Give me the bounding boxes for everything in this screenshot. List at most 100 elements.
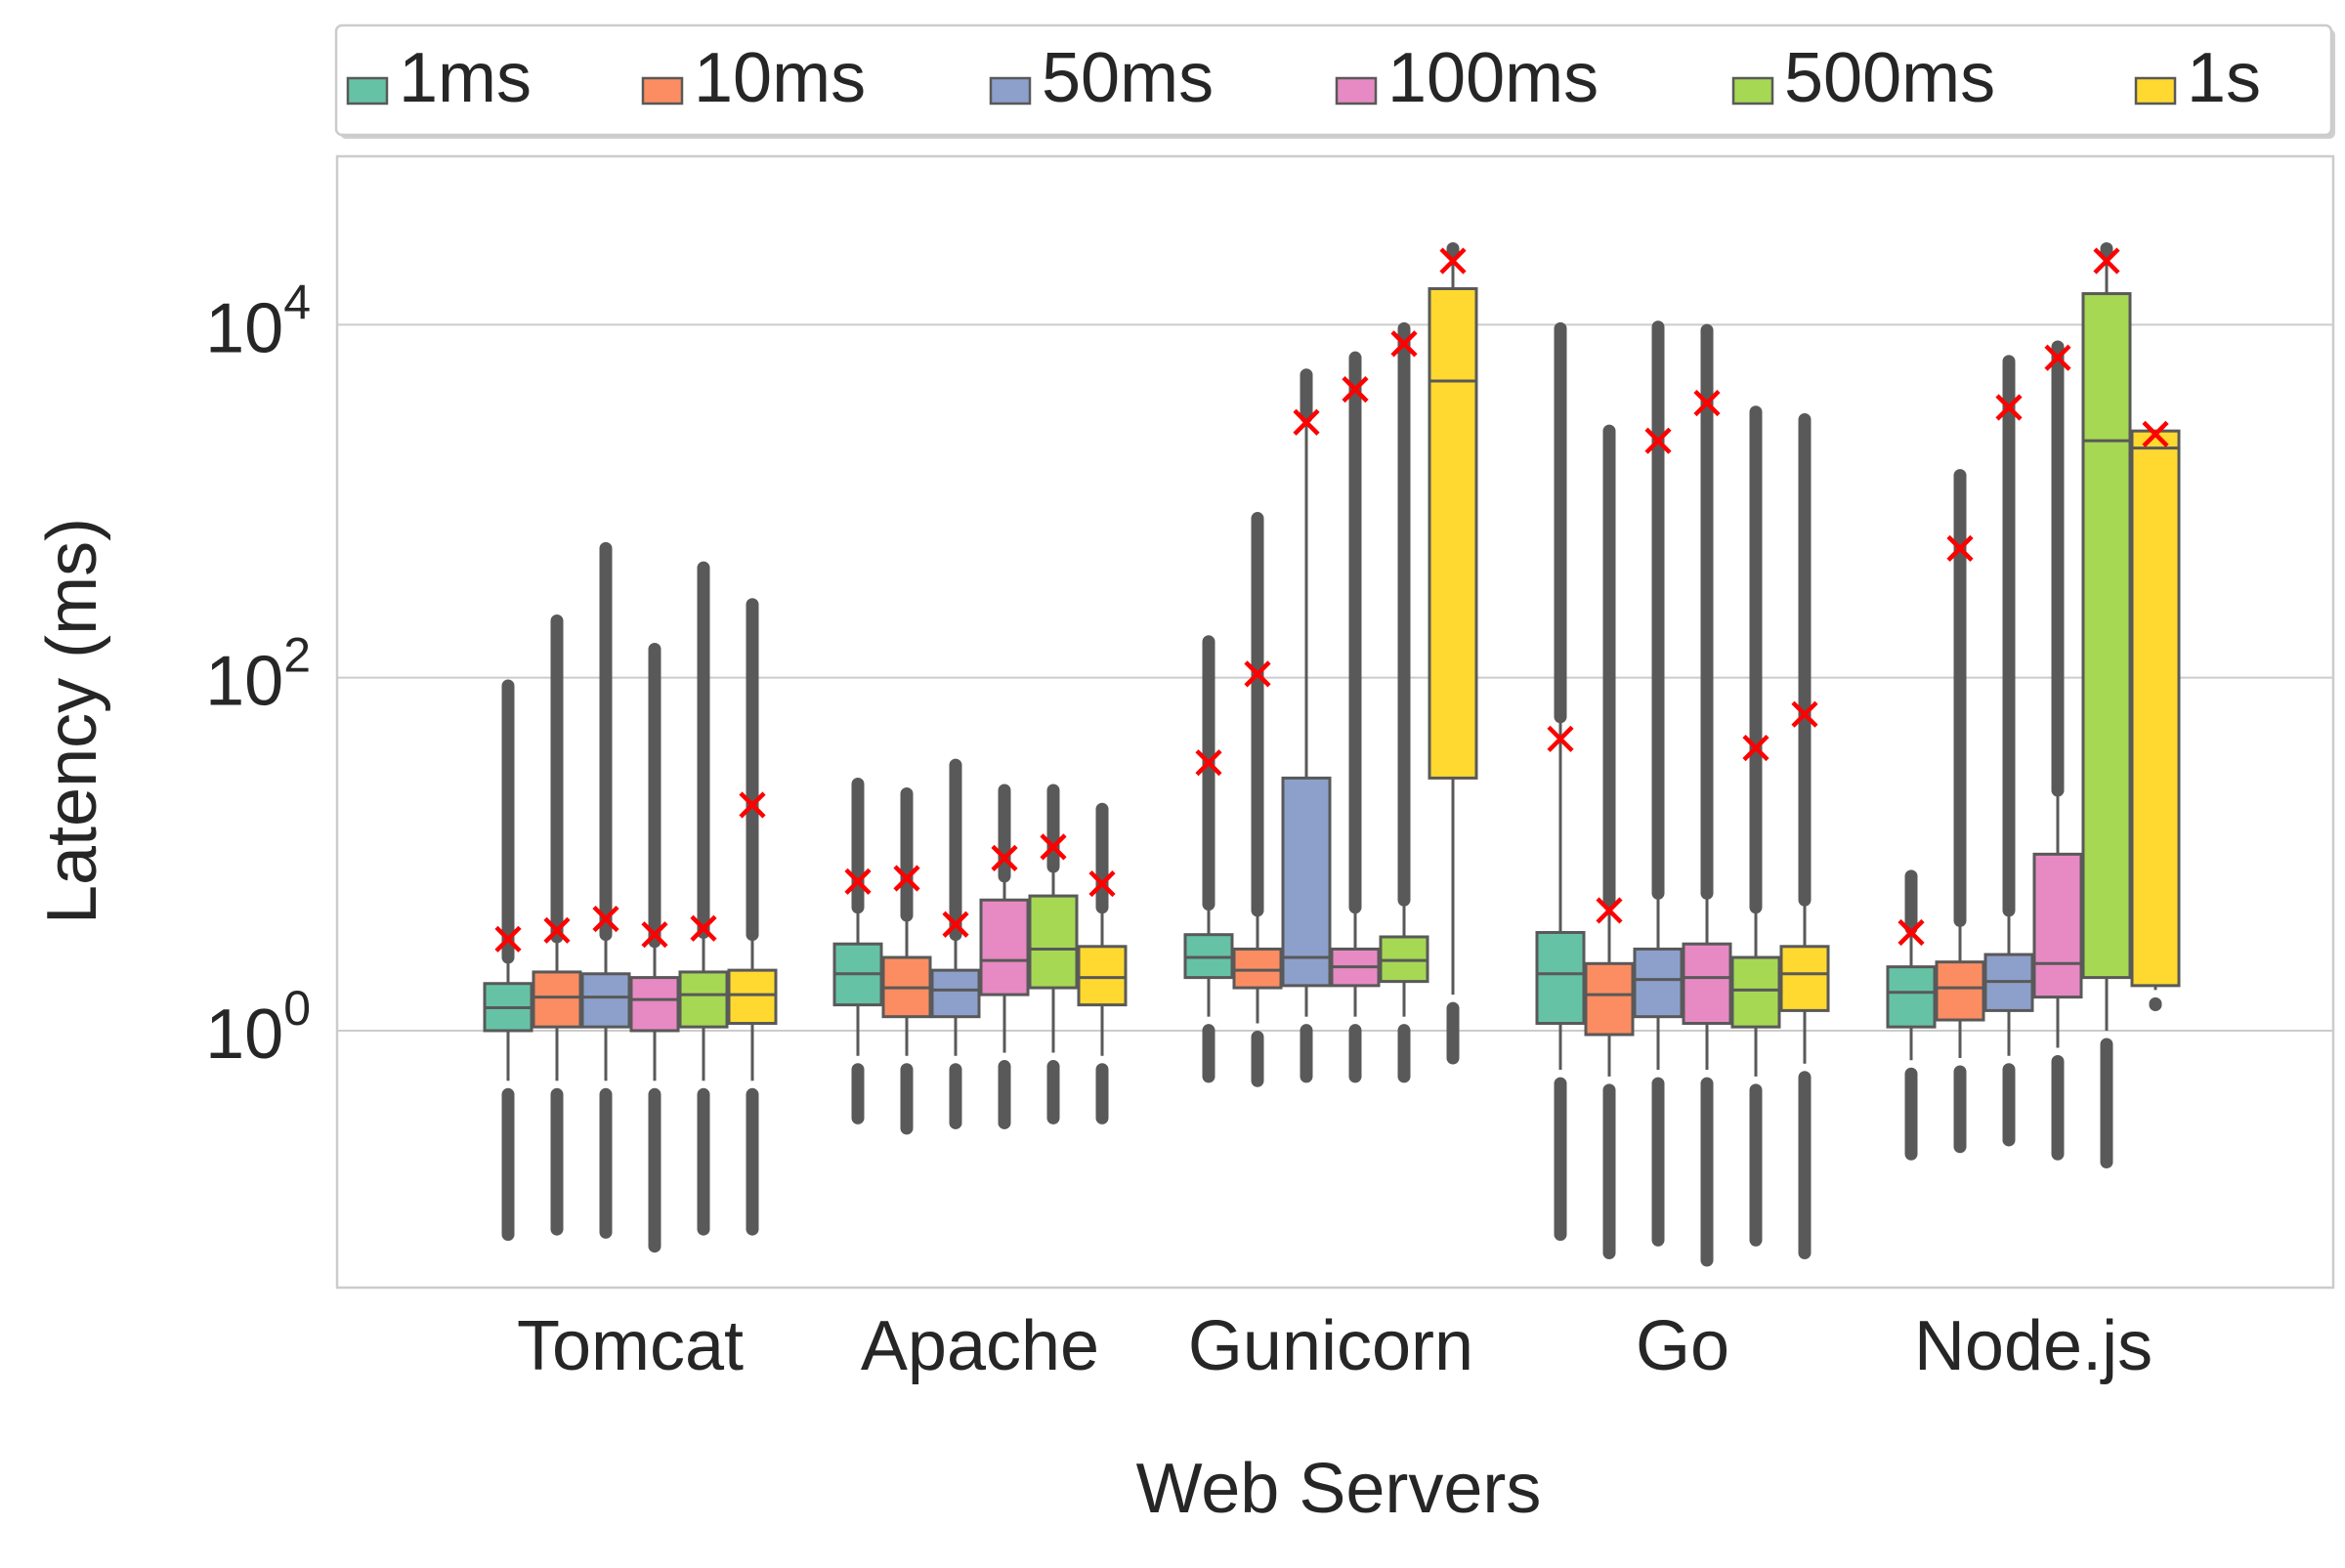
box-50ms-Node.js	[1983, 355, 2034, 1147]
mean-marker-stroke	[1390, 330, 1418, 358]
x-axis-title: Web Servers	[1136, 1450, 1542, 1528]
box-500ms-Apache	[1028, 784, 1079, 1124]
mean-marker-stroke	[1195, 749, 1222, 777]
box-10ms-Gunicorn	[1232, 512, 1283, 1087]
box-iqr	[930, 968, 981, 1019]
mean-marker-10ms-Tomcat	[543, 916, 571, 944]
mean-marker-1s-Node.js	[2142, 420, 2169, 447]
box-iqr	[2130, 429, 2181, 988]
mean-marker-50ms-Node.js	[1995, 394, 2023, 421]
box-1s-Tomcat	[727, 598, 778, 1236]
legend-label: 1s	[2187, 39, 2261, 117]
mean-marker-1s-Apache	[1088, 870, 1116, 898]
box-10ms-Go	[1584, 424, 1635, 1260]
mean-marker-100ms-Node.js	[2044, 344, 2071, 371]
mean-marker-100ms-Tomcat	[641, 921, 668, 949]
mean-marker-stroke	[1897, 918, 1925, 947]
box-1s-Node.js	[2130, 429, 2181, 1012]
legend-frame	[334, 23, 2333, 137]
box-iqr	[1633, 947, 1684, 1019]
legend-swatch	[641, 76, 684, 106]
box-100ms-Tomcat	[629, 643, 680, 1253]
box-50ms-Gunicorn	[1281, 368, 1332, 1083]
mean-marker-50ms-Go	[1644, 427, 1672, 454]
legend-label: 50ms	[1042, 39, 1214, 117]
mean-marker-50ms-Apache	[942, 911, 969, 938]
mean-marker-1ms-Tomcat	[494, 925, 522, 953]
mean-marker-stroke	[592, 905, 619, 933]
box-100ms-Node.js	[2032, 340, 2083, 1161]
y-tick-label-1: 102	[205, 628, 311, 721]
x-tick-label-gunicorn: Gunicorn	[1188, 1307, 1473, 1385]
box-1ms-Tomcat	[483, 679, 533, 1242]
mean-marker-stroke	[1995, 394, 2023, 421]
box-iqr	[1028, 894, 1079, 990]
box-50ms-Apache	[930, 758, 981, 1129]
legend-swatch	[346, 76, 389, 106]
legend-label: 1ms	[399, 39, 532, 117]
mean-marker-1ms-Apache	[844, 868, 872, 895]
box-iqr	[1232, 947, 1283, 990]
box-1ms-Go	[1535, 321, 1586, 1242]
mean-marker-stroke	[893, 865, 920, 892]
mean-marker-1s-Gunicorn	[1439, 247, 1467, 275]
box-500ms-Node.js	[2081, 241, 2132, 1169]
mean-marker-stroke	[1596, 897, 1623, 924]
box-1ms-Apache	[832, 777, 883, 1124]
mean-marker-stroke	[2044, 344, 2071, 371]
box-iqr	[580, 972, 631, 1029]
box-500ms-Gunicorn	[1379, 321, 1429, 1083]
box-iqr	[1730, 955, 1781, 1029]
mean-marker-stroke	[1946, 534, 1974, 562]
box-iqr	[1428, 287, 1478, 780]
mean-marker-stroke	[1547, 725, 1574, 752]
box-iqr	[1281, 776, 1332, 988]
mean-marker-stroke	[1088, 870, 1116, 898]
box-100ms-Apache	[979, 784, 1030, 1129]
legend-label: 500ms	[1784, 39, 1995, 117]
mean-marker-stroke	[739, 791, 766, 819]
mean-marker-stroke	[641, 921, 668, 949]
legend-swatch	[989, 76, 1032, 106]
mean-marker-50ms-Tomcat	[592, 905, 619, 933]
mean-marker-10ms-Apache	[893, 865, 920, 892]
box-500ms-Go	[1730, 405, 1781, 1247]
mean-marker-10ms-Gunicorn	[1244, 660, 1271, 688]
box-100ms-Gunicorn	[1330, 351, 1381, 1083]
mean-marker-50ms-Gunicorn	[1293, 408, 1320, 436]
plot-frame	[335, 154, 2335, 1290]
box-1ms-Gunicorn	[1183, 635, 1234, 1083]
mean-marker-stroke	[1439, 247, 1467, 275]
mean-marker-stroke	[844, 868, 872, 895]
mean-marker-stroke	[494, 925, 522, 953]
box-iqr	[1535, 930, 1586, 1026]
legend-label: 10ms	[694, 39, 866, 117]
box-50ms-Go	[1633, 320, 1684, 1247]
x-tick-label-node-js: Node.js	[1914, 1307, 2153, 1385]
box-iqr	[727, 968, 778, 1026]
box-iqr	[532, 970, 582, 1029]
box-1s-Go	[1779, 413, 1830, 1260]
mean-marker-stroke	[1742, 734, 1769, 762]
mean-marker-stroke	[942, 911, 969, 938]
mean-marker-100ms-Go	[1693, 389, 1721, 417]
mean-marker-500ms-Gunicorn	[1390, 330, 1418, 358]
mean-marker-100ms-Apache	[991, 844, 1018, 871]
mean-marker-500ms-Apache	[1040, 833, 1067, 861]
mean-marker-1s-Tomcat	[739, 791, 766, 819]
legend-item-100ms: 100ms	[1335, 39, 1599, 117]
legend-swatch	[1731, 76, 1774, 106]
legend-label: 100ms	[1387, 39, 1599, 117]
box-1s-Apache	[1077, 802, 1128, 1124]
box-50ms-Tomcat	[580, 541, 631, 1239]
mean-marker-100ms-Gunicorn	[1342, 376, 1369, 403]
mean-marker-1ms-Go	[1547, 725, 1574, 752]
mean-markers	[494, 247, 2169, 953]
box-1s-Gunicorn	[1428, 241, 1478, 1065]
x-tick-label-go: Go	[1636, 1307, 1729, 1385]
legend-item-50ms: 50ms	[989, 39, 1214, 117]
legend-item-500ms: 500ms	[1731, 39, 1995, 117]
